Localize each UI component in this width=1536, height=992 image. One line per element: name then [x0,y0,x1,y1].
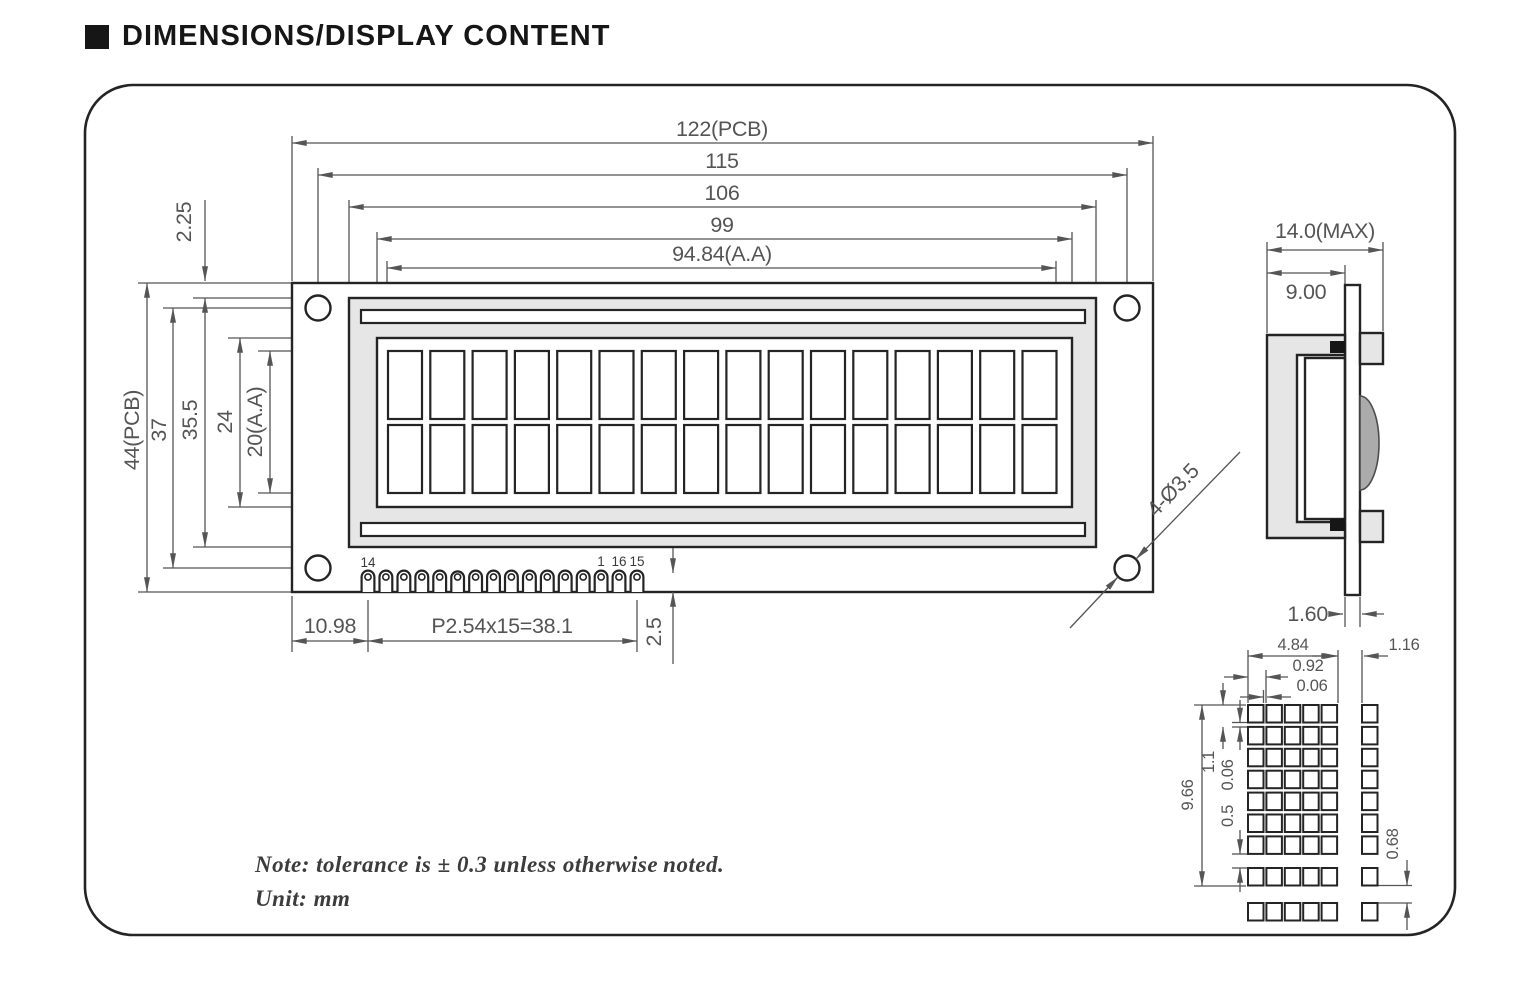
dim-char-height: 9.66 [1179,704,1205,887]
dim-dot-gap-y: 0.06 [1219,700,1243,790]
tolerance-note: Note: tolerance is ± 0.3 unless otherwis… [254,852,724,877]
svg-text:122(PCB): 122(PCB) [676,117,768,141]
svg-text:9.00: 9.00 [1286,280,1327,304]
svg-text:99: 99 [710,213,733,237]
dim-row-gap-y: 0.68 [1384,828,1410,930]
dim-hole-span-v: 37 [147,307,176,569]
dim-pin-offset: 10.98 [291,614,369,644]
svg-text:37: 37 [147,418,171,441]
svg-text:0.06: 0.06 [1219,759,1237,790]
front-view: 14 1 16 15 122(PCB) 115 106 99 [120,117,1241,664]
svg-text:0.68: 0.68 [1384,828,1402,859]
svg-text:44(PCB): 44(PCB) [120,390,144,470]
page-title: DIMENSIONS/DISPLAY CONTENT [122,20,611,52]
square-bullet-icon [85,24,109,49]
svg-text:115: 115 [705,149,739,173]
svg-text:P2.54x15=38.1: P2.54x15=38.1 [431,614,572,638]
svg-text:24: 24 [213,410,237,434]
dim-pin-edge-distance: 2.5 [642,548,676,664]
side-view: 14.0(MAX) 9.00 1.60 [1265,219,1385,627]
dim-dot-gap-x: 0.06 [1240,677,1328,700]
mounting-holes [304,294,1141,582]
side-tab-bottom [1358,509,1385,544]
side-epoxy-blob [1359,395,1380,491]
dim-active-area-height: 20(A.A) [243,350,273,494]
side-tab-top [1358,331,1385,366]
svg-text:1.1: 1.1 [1200,751,1218,773]
svg-text:0.06: 0.06 [1297,677,1328,695]
svg-text:35.5: 35.5 [178,399,202,440]
pin-labels: 14 1 16 15 [360,554,644,570]
dim-pcb-width: 122(PCB) [291,117,1154,146]
bezel-bottom-slot [359,521,1087,538]
dim-dot-pitch-x: 0.92 [1224,657,1324,680]
side-extension-lines [1266,242,1384,627]
dim-block-gap-y: 0.5 [1219,805,1243,892]
dim-hole-span-h: 115 [317,149,1128,178]
pin-label-14: 14 [360,555,376,570]
svg-text:14.0(MAX): 14.0(MAX) [1275,219,1375,243]
char-cells [386,349,1058,495]
unit-note: Unit: mm [255,886,350,911]
svg-text:9.66: 9.66 [1179,779,1197,810]
svg-text:1.60: 1.60 [1287,602,1328,626]
dim-bezel-width: 106 [348,181,1097,210]
svg-text:94.84(A.A): 94.84(A.A) [672,242,772,266]
pin-label-16: 16 [611,554,626,569]
dim-dot-pitch-y: 1.1 [1200,683,1226,773]
bezel-top-slot [359,308,1087,325]
dot-grid [1247,704,1379,922]
dim-pcb-height: 44(PCB) [120,282,150,593]
pin-row [360,569,645,592]
dim-pcb-thickness: 1.60 [1287,602,1384,626]
svg-text:2.5: 2.5 [642,617,666,646]
svg-text:4.84: 4.84 [1278,636,1309,654]
svg-text:1.16: 1.16 [1389,636,1420,654]
svg-text:20(A.A): 20(A.A) [243,387,267,458]
dim-window-height: 24 [213,337,243,508]
svg-text:2.25: 2.25 [172,201,196,242]
dim-module-depth: 9.00 [1266,270,1346,304]
side-pcb-board [1343,283,1362,597]
dim-pin-pitch: P2.54x15=38.1 [367,614,638,644]
dim-window-width: 99 [376,213,1073,242]
pin-label-15: 15 [629,554,644,569]
side-clip-bottom [1330,519,1345,531]
side-clip-top [1330,341,1345,353]
svg-text:0.5: 0.5 [1219,805,1237,827]
svg-text:106: 106 [705,181,740,205]
dim-bezel-height: 35.5 [178,297,208,548]
dim-bezel-offset: 2.25 [172,200,208,282]
dim-total-depth: 14.0(MAX) [1266,219,1384,253]
character-detail: 4.84 1.16 0.92 0.06 9.66 [1179,636,1420,930]
dim-char-gap-x: 1.16 [1312,636,1420,659]
svg-text:10.98: 10.98 [304,614,357,638]
side-lcd-glass [1303,356,1347,521]
svg-text:0.92: 0.92 [1293,657,1324,675]
dim-active-area-width: 94.84(A.A) [386,242,1057,271]
page-header: DIMENSIONS/DISPLAY CONTENT [85,20,610,53]
pin-label-1: 1 [597,554,605,569]
